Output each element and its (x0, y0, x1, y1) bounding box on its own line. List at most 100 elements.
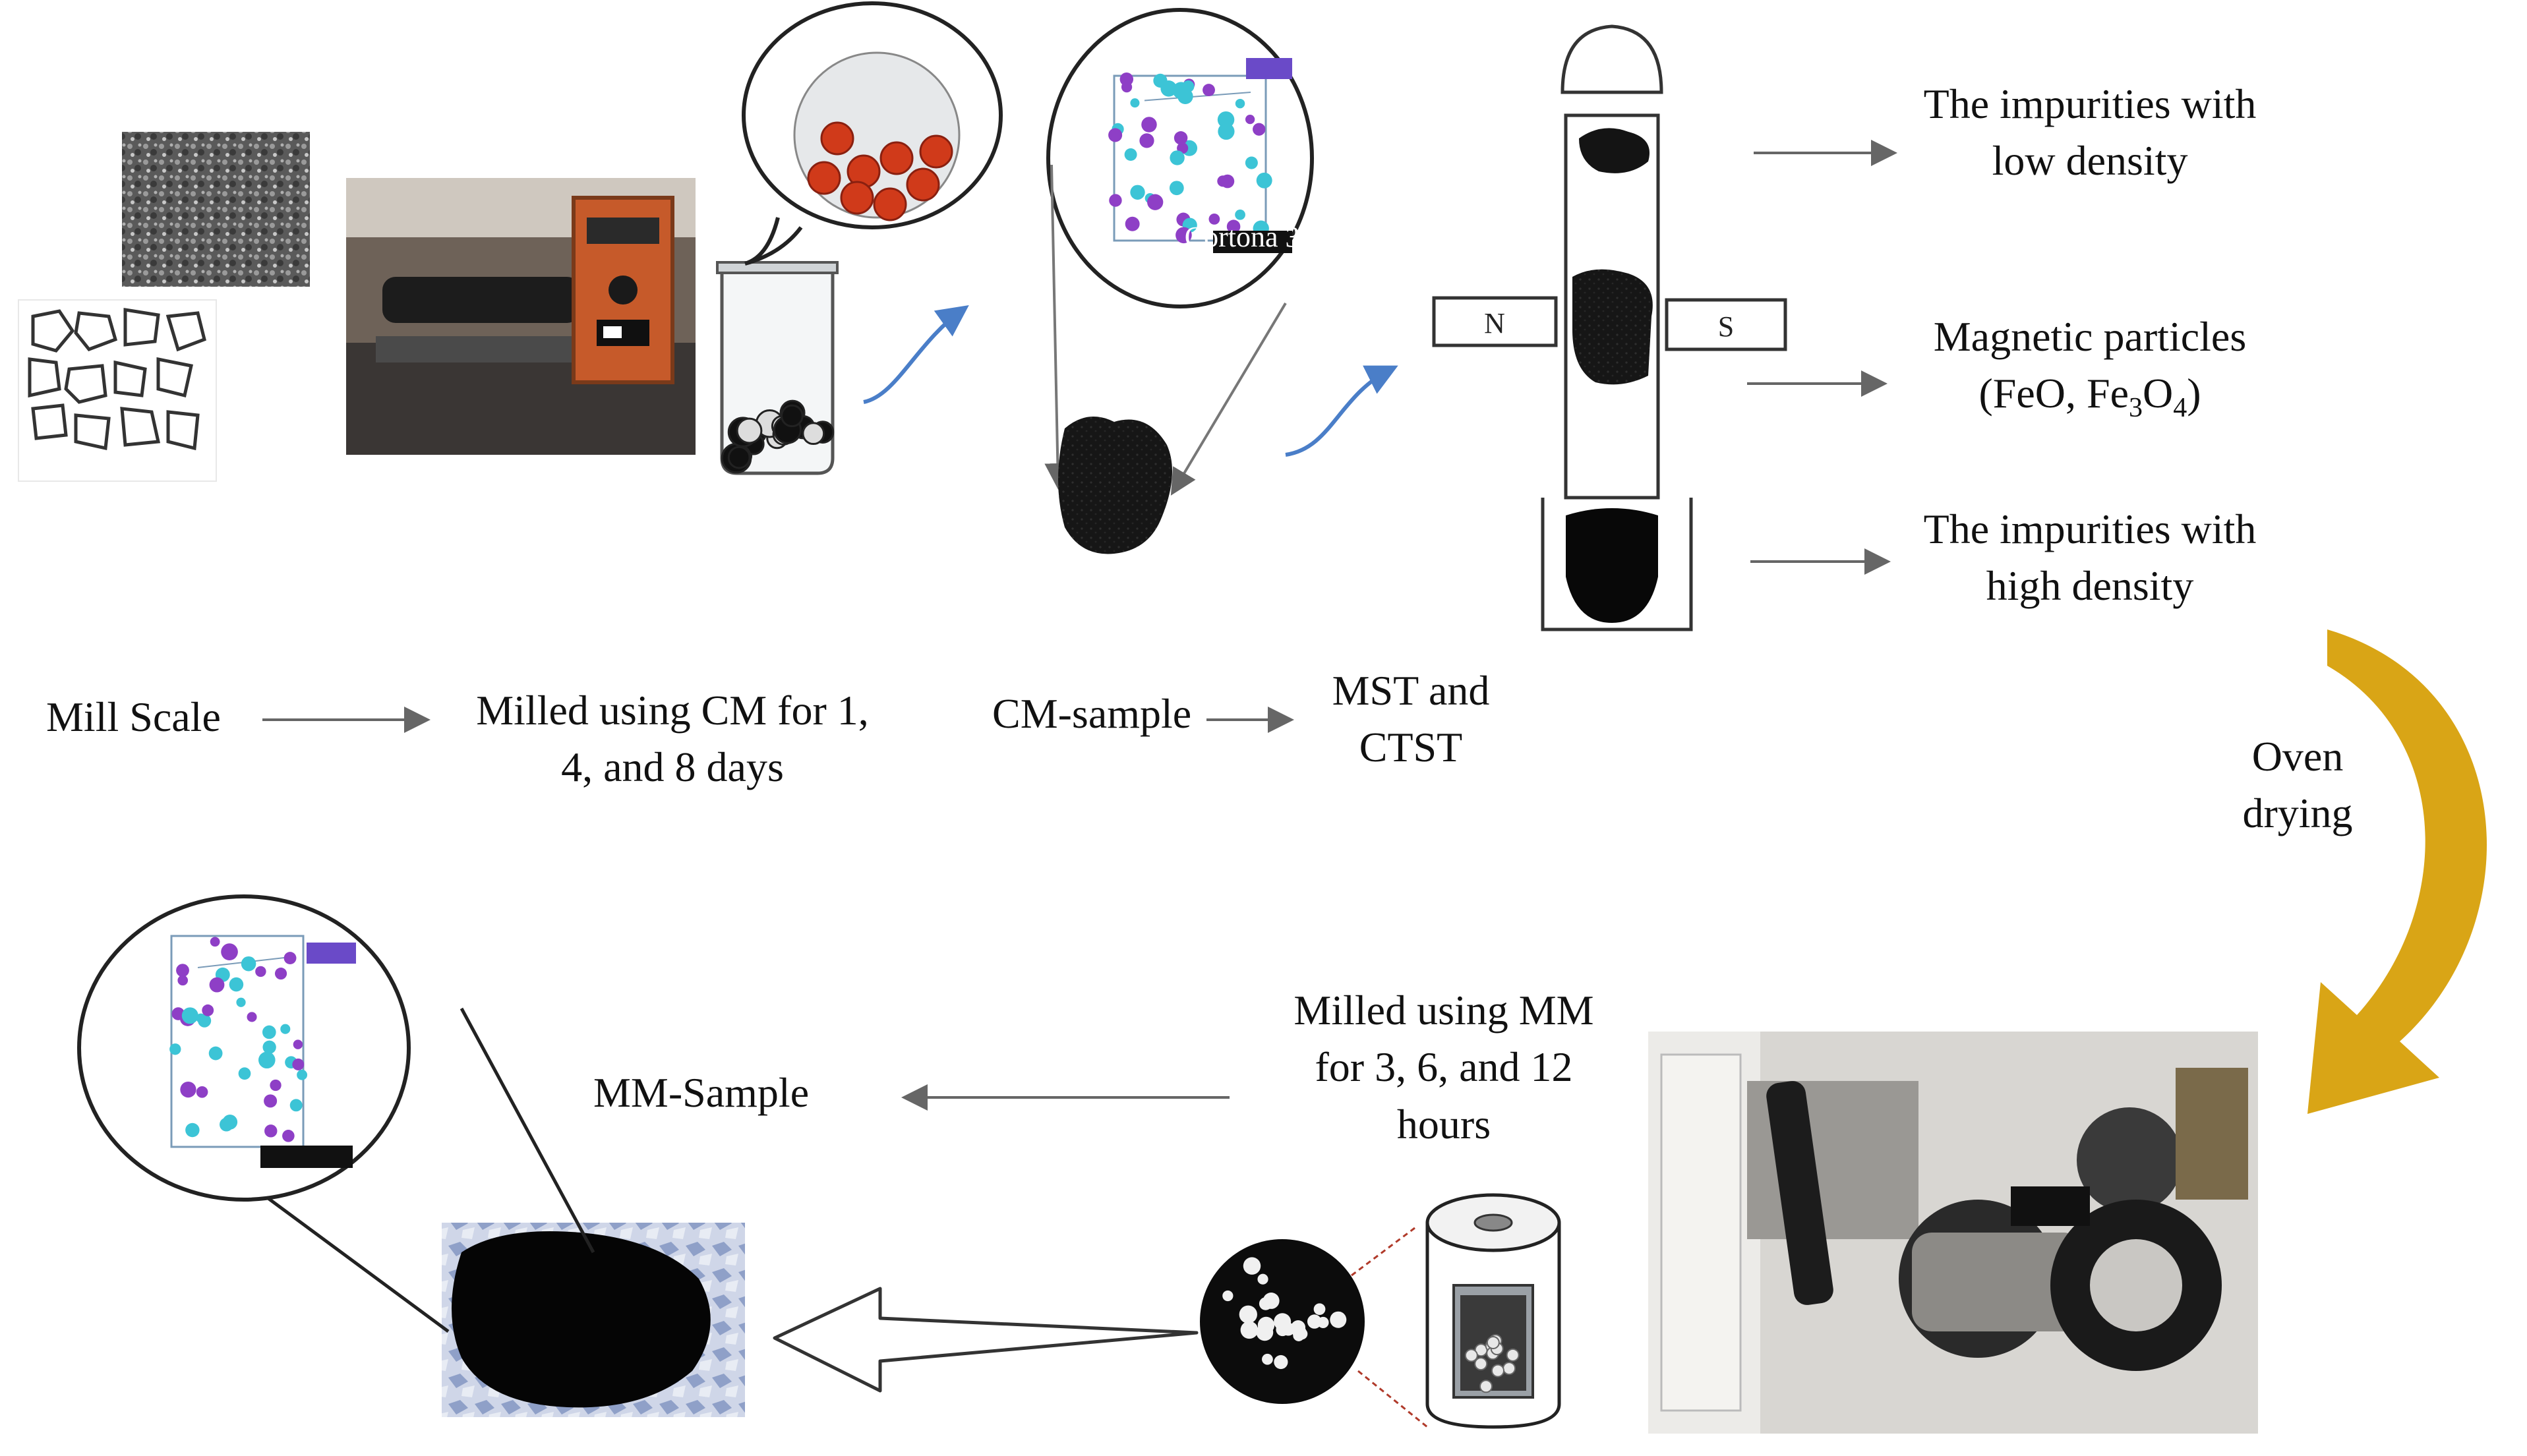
atom (1174, 131, 1188, 145)
label-magnetic-line2: (FeO, Fe3O4) (1978, 370, 2201, 424)
atom (1141, 117, 1157, 132)
red-ball (873, 187, 907, 221)
jar-ball (727, 446, 751, 469)
atom (208, 1046, 223, 1061)
red-ball (840, 181, 874, 215)
atom (262, 1025, 276, 1039)
atom (1253, 123, 1266, 136)
jar-ball (1464, 1349, 1478, 1362)
label-mm-sample: MM-Sample (593, 1069, 810, 1116)
vial-ball (1257, 1273, 1268, 1285)
label-mill-scale: Mill Scale (46, 693, 221, 740)
mm-powder-photo (442, 1223, 745, 1417)
label-mst-ctst: MST and CTST (1315, 662, 1506, 776)
label-mst-ctst-line1: MST and (1332, 667, 1490, 714)
atom (264, 1124, 278, 1138)
atom (289, 1099, 303, 1112)
atom (209, 977, 225, 993)
magnet-north: N (1432, 296, 1558, 347)
atom (1245, 156, 1258, 169)
red-ball (820, 121, 854, 156)
label-oven-line1: Oven (2251, 733, 2344, 780)
jar-ball (781, 404, 804, 428)
atom (1119, 73, 1134, 86)
mm-jar-cutaway (1425, 1193, 1561, 1429)
vial-ball (1243, 1257, 1261, 1275)
label-impurities-high-line2: high density (1986, 562, 2194, 610)
atom (1170, 150, 1185, 165)
atom (1169, 181, 1184, 196)
label-cm-milling-line1: Milled using CM for 1, (476, 687, 869, 734)
label-impurities-low: The impurities with low density (1899, 76, 2281, 190)
cell-edge (1113, 74, 1267, 242)
label-oven-drying: Oven drying (2209, 728, 2387, 842)
atom (177, 975, 189, 986)
jar-ball (802, 422, 825, 446)
red-ball (879, 141, 914, 175)
atom (247, 1012, 257, 1022)
atom (1256, 172, 1272, 189)
atom (1109, 194, 1122, 207)
label-cm-milling-line2: 4, and 8 days (561, 743, 784, 791)
vial-ball (1222, 1290, 1234, 1302)
vial-ball (1262, 1353, 1273, 1365)
atom (1245, 114, 1255, 125)
red-ball (919, 134, 953, 169)
label-mm-milling-line3: hours (1396, 1100, 1491, 1148)
cell-edge (170, 935, 305, 1148)
atom (196, 1086, 208, 1098)
atom (262, 1040, 276, 1054)
vial-ball (1257, 1316, 1275, 1334)
atom (1218, 123, 1235, 140)
mm-machine-photo (1648, 1032, 2258, 1434)
label-cm-sample: CM-sample (992, 690, 1192, 737)
atom (1235, 98, 1245, 109)
atom (1124, 148, 1137, 161)
magnet-south: S (1665, 298, 1787, 351)
atom (185, 1122, 200, 1138)
cm-machine-photo (346, 178, 696, 455)
atom (1175, 227, 1192, 244)
jar-ball (1502, 1362, 1516, 1376)
ball-zoom-bubble (742, 1, 1003, 266)
label-magnetic-line1: Magnetic particles (1933, 313, 2247, 360)
atom (293, 1039, 303, 1049)
atom (202, 1004, 214, 1016)
label-oven-line2: drying (2242, 790, 2353, 837)
vial-ball (1240, 1321, 1259, 1339)
vial-ball (1239, 1305, 1257, 1324)
scale-flakes-sketch (18, 299, 217, 482)
software-badge: Cortona 3D (1185, 221, 1321, 253)
atom (1130, 98, 1140, 108)
jar-ball (1479, 1380, 1493, 1393)
hollow-arrow-icon (773, 1287, 1199, 1393)
atom (238, 1067, 251, 1080)
atom (264, 1094, 278, 1108)
vial-ball (1317, 1316, 1329, 1329)
oven-drying-arrow (2307, 629, 2487, 1114)
label-mm-milling-line1: Milled using MM (1293, 987, 1594, 1034)
label-magnetic: Magnetic particles (FeO, Fe3O4) (1899, 308, 2281, 427)
mm-crystal-bubble (77, 894, 595, 1333)
atom (1235, 209, 1245, 220)
magnet-north-label: N (1484, 307, 1505, 339)
label-impurities-low-line2: low density (1992, 137, 2188, 185)
atom (1108, 128, 1123, 142)
atom (210, 937, 220, 947)
label-mm-milling-line2: for 3, 6, and 12 (1315, 1043, 1573, 1091)
atom (169, 1043, 181, 1055)
test-tube-icon (1541, 24, 1693, 631)
atom (220, 1117, 233, 1132)
atom (1125, 216, 1140, 231)
vial-ball (1293, 1329, 1305, 1341)
atom (258, 1051, 276, 1069)
atom (1226, 219, 1241, 233)
atom (270, 1079, 282, 1092)
atom (1139, 133, 1154, 148)
vial-ball (1274, 1354, 1288, 1370)
curved-arrow-2 (1285, 365, 1398, 457)
cm-powder-pile (1058, 417, 1172, 554)
red-ball (906, 167, 940, 202)
